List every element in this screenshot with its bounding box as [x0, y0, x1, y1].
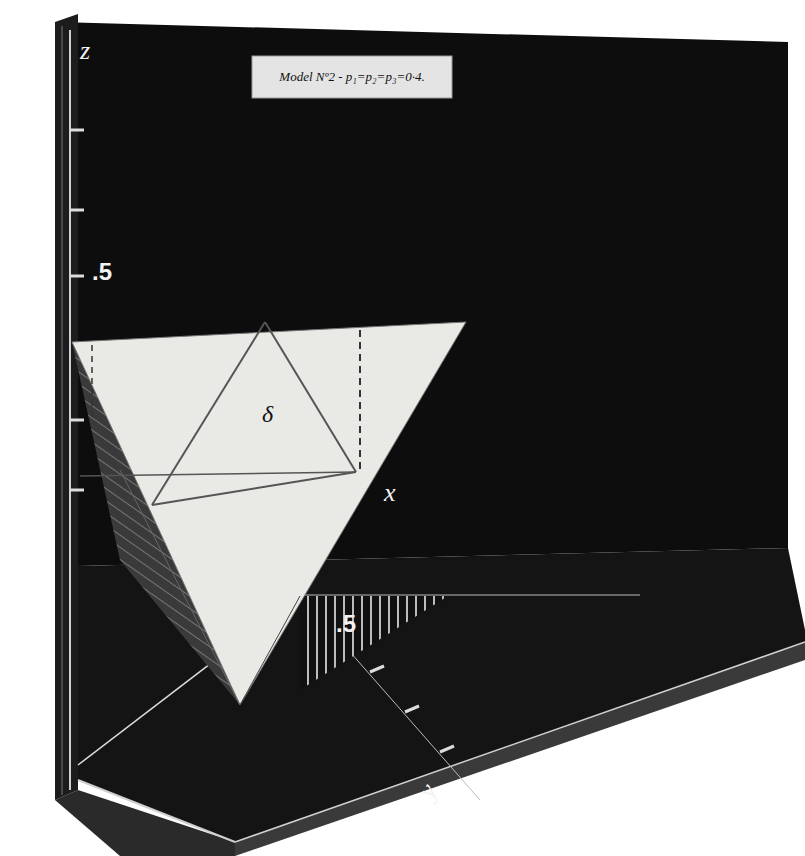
face-label: δ	[262, 402, 273, 426]
axis-label: x	[384, 480, 396, 506]
tick-label: .5	[92, 260, 112, 284]
axis-label: z	[80, 38, 90, 64]
plaque-text: Model Nº2 - p₁=p₂=p₃=0·4.	[279, 70, 424, 83]
tick-label: .5	[336, 612, 356, 636]
